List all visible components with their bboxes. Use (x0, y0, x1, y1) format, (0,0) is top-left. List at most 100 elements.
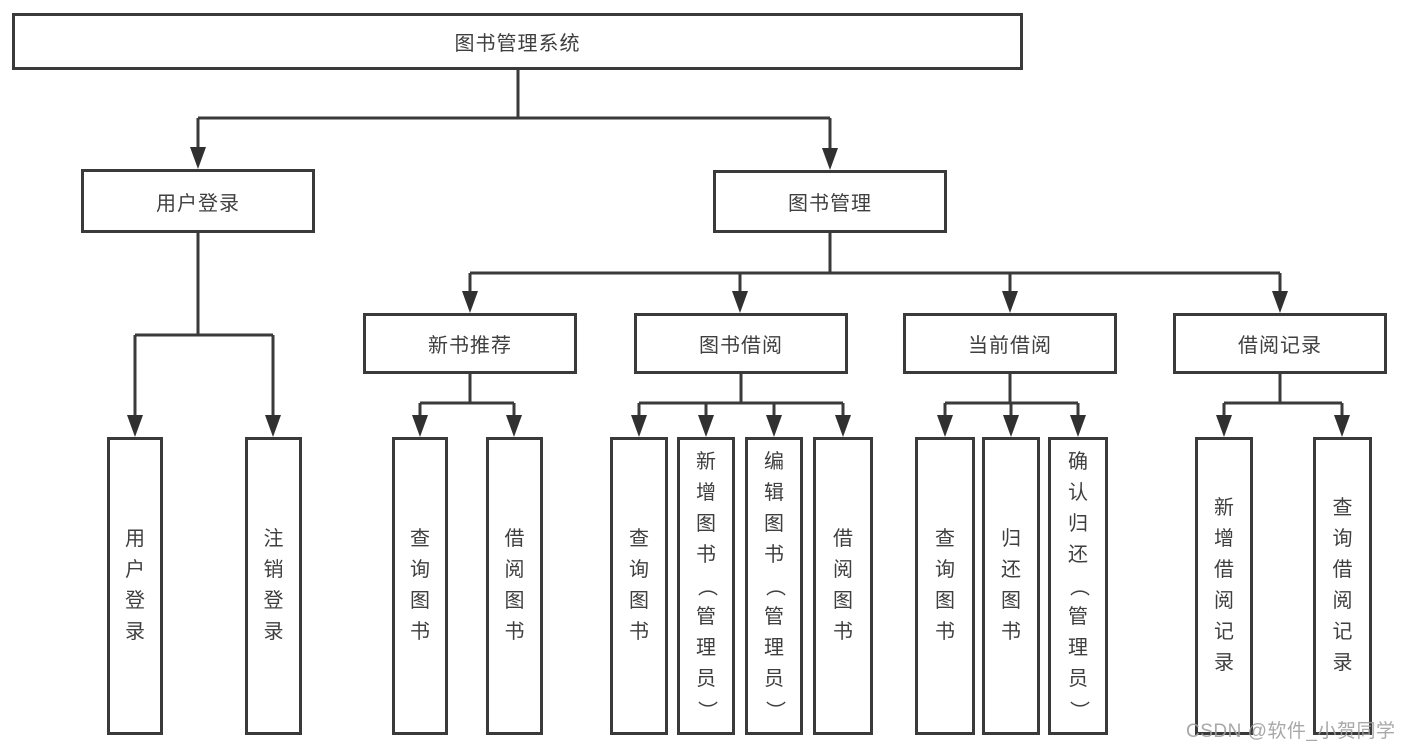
vertical-char: 还 (1001, 559, 1021, 581)
vertical-char: 图 (1001, 590, 1021, 612)
leaf-logout-label: 注销登录 (263, 524, 285, 648)
leaf-query-borrow-record-label: 查询借阅记录 (1332, 493, 1354, 679)
arrowhead-icon (1070, 415, 1086, 437)
vertical-char: 查 (935, 528, 955, 550)
vertical-char: 书 (410, 621, 430, 643)
arrowhead-icon (462, 291, 478, 313)
vertical-char: 询 (629, 559, 649, 581)
leaf-confirm-return-admin-label: 确认归还（管理员） (1067, 447, 1090, 726)
vertical-char: 阅 (1214, 590, 1234, 612)
arrowhead-icon (631, 415, 647, 437)
vertical-char: 录 (263, 621, 284, 643)
leaf-add-book-admin-label: 新增图书（管理员） (695, 447, 718, 726)
vertical-char: （ (763, 576, 786, 596)
vertical-char: 增 (1214, 528, 1234, 550)
leaf-query-book-2-label: 查询图书 (628, 524, 650, 648)
vertical-char: 询 (935, 559, 955, 581)
node-borrow-record: 借阅记录 (1173, 313, 1387, 374)
vertical-char: 书 (935, 621, 955, 643)
leaf-borrow-book-2-label: 借阅图书 (832, 524, 854, 648)
arrowhead-icon (265, 415, 281, 437)
vertical-char: 理 (1068, 636, 1088, 659)
vertical-char: 员 (764, 667, 784, 690)
arrowhead-icon (698, 415, 714, 437)
vertical-char: 图 (935, 590, 955, 612)
vertical-char: 借 (833, 528, 853, 550)
vertical-char: 图 (410, 590, 430, 612)
vertical-char: 查 (629, 528, 649, 550)
vertical-char: ） (695, 700, 718, 720)
vertical-char: 理 (696, 636, 716, 659)
leaf-query-book-3: 查询图书 (915, 437, 975, 735)
vertical-char: 管 (696, 605, 716, 628)
leaf-add-book-admin: 新增图书（管理员） (677, 437, 735, 735)
leaf-return-book: 归还图书 (982, 437, 1040, 735)
vertical-char: 查 (1332, 497, 1353, 519)
node-user-login: 用户登录 (81, 169, 315, 233)
vertical-char: 员 (696, 667, 716, 690)
leaf-add-borrow-record: 新增借阅记录 (1195, 437, 1253, 735)
vertical-char: 记 (1332, 621, 1353, 643)
vertical-char: 阅 (1332, 590, 1353, 612)
arrowhead-icon (127, 415, 143, 437)
arrowhead-icon (412, 415, 428, 437)
vertical-char: 书 (1001, 621, 1021, 643)
vertical-char: （ (1067, 576, 1090, 596)
vertical-char: 员 (1068, 667, 1088, 690)
leaf-borrow-book-1: 借阅图书 (486, 437, 543, 735)
leaf-user-login: 用户登录 (107, 437, 163, 735)
leaf-edit-book-admin: 编辑图书（管理员） (745, 437, 803, 735)
vertical-char: 登 (263, 590, 284, 612)
arrowhead-icon (822, 148, 838, 170)
vertical-char: 辑 (764, 481, 784, 504)
vertical-char: 借 (504, 528, 525, 550)
vertical-char: 增 (696, 481, 716, 504)
leaf-borrow-book-2: 借阅图书 (813, 437, 873, 735)
arrowhead-icon (766, 415, 782, 437)
vertical-char: 阅 (504, 559, 525, 581)
vertical-char: 户 (125, 559, 145, 581)
node-current-borrow-label: 当前借阅 (968, 335, 1052, 357)
vertical-char: 借 (1214, 559, 1234, 581)
vertical-char: 书 (833, 621, 853, 643)
vertical-char: 书 (764, 543, 784, 566)
vertical-char: 录 (1332, 652, 1353, 674)
vertical-char: 用 (125, 528, 145, 550)
vertical-char: 确 (1068, 450, 1088, 473)
arrowhead-icon (835, 415, 851, 437)
leaf-query-book-1: 查询图书 (392, 437, 448, 735)
leaf-query-book-1-label: 查询图书 (409, 524, 431, 648)
arrowhead-icon (732, 291, 748, 313)
arrowhead-icon (1272, 291, 1288, 313)
vertical-char: 还 (1068, 543, 1088, 566)
leaf-borrow-book-1-label: 借阅图书 (504, 524, 526, 648)
arrowhead-icon (190, 147, 206, 169)
arrowhead-icon (1003, 415, 1019, 437)
leaf-query-borrow-record: 查询借阅记录 (1313, 437, 1372, 735)
vertical-char: 图 (504, 590, 525, 612)
vertical-char: 图 (696, 512, 716, 535)
vertical-char: 归 (1068, 512, 1088, 535)
vertical-char: 登 (125, 590, 145, 612)
vertical-char: 录 (1214, 652, 1234, 674)
vertical-char: 管 (1068, 605, 1088, 628)
leaf-add-borrow-record-label: 新增借阅记录 (1213, 493, 1235, 679)
leaf-query-book-2: 查询图书 (610, 437, 668, 735)
vertical-char: 书 (629, 621, 649, 643)
vertical-char: 查 (410, 528, 430, 550)
csdn-watermark: CSDN @软件_小贺同学 (1186, 721, 1396, 742)
node-new-book-recommend: 新书推荐 (363, 313, 577, 374)
node-book-management-label: 图书管理 (788, 193, 872, 215)
vertical-char: 借 (1332, 559, 1353, 581)
vertical-char: 书 (696, 543, 716, 566)
vertical-char: 询 (1332, 528, 1353, 550)
node-book-management: 图书管理 (713, 170, 947, 233)
node-current-borrow: 当前借阅 (903, 313, 1117, 374)
node-root: 图书管理系统 (12, 13, 1023, 70)
vertical-char: ） (763, 700, 786, 720)
node-user-login-label: 用户登录 (156, 192, 240, 215)
node-borrow-record-label: 借阅记录 (1238, 335, 1322, 357)
vertical-char: 认 (1068, 481, 1088, 504)
vertical-char: 录 (125, 621, 145, 643)
vertical-char: 归 (1001, 528, 1021, 550)
